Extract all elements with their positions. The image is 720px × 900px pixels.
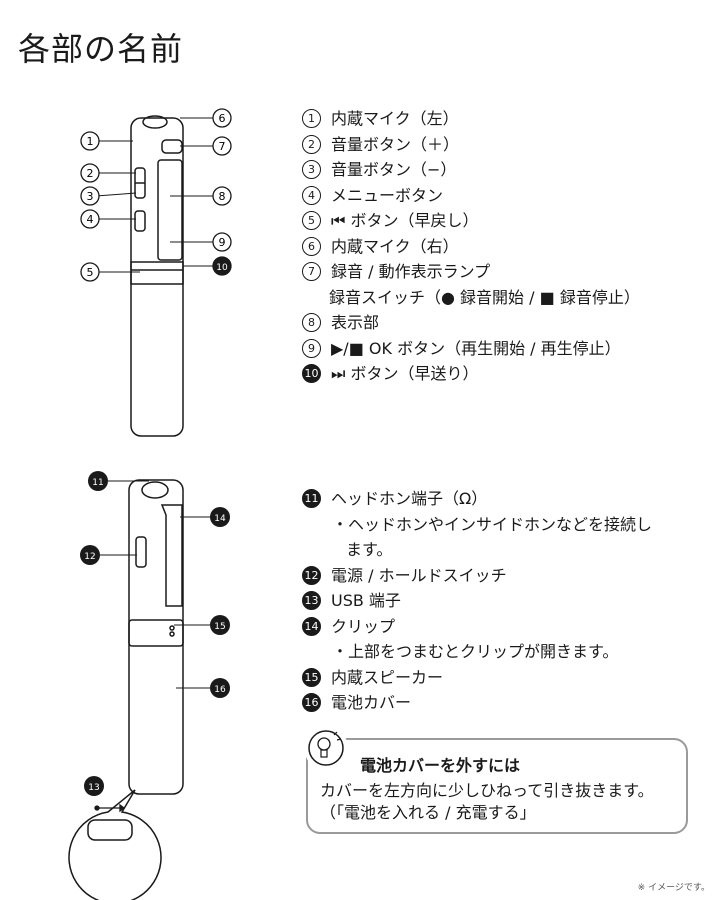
list-item: 10⏭ ボタン（早送り） — [302, 361, 640, 387]
tip-box: 電池カバーを外すには カバーを左方向に少しひねって引き抜きます。 （「電池を入れ… — [304, 726, 688, 834]
callout-12: 12 — [84, 552, 95, 562]
power-hold-switch — [135, 536, 147, 568]
callout-7: 7 — [219, 140, 226, 153]
callout-9: 9 — [219, 236, 226, 249]
callout-10: 10 — [216, 263, 228, 273]
headphone-jack — [141, 481, 169, 499]
callout-15: 15 — [214, 622, 225, 632]
callout-13: 13 — [88, 783, 99, 793]
callout-14: 14 — [214, 514, 226, 524]
top-mic — [142, 115, 168, 129]
callout-2: 2 — [87, 167, 94, 180]
clip — [160, 504, 183, 607]
list-item: 5⏮ ボタン（早戻し） — [302, 208, 640, 234]
callout-6: 6 — [219, 112, 226, 125]
list-bullet: ます。 — [346, 540, 393, 559]
callout-1: 1 — [87, 135, 94, 148]
device-body-bottom — [128, 479, 184, 795]
list-bullet: ・ヘッドホンやインサイドホンなどを接続し — [332, 514, 653, 534]
device-body-top — [130, 117, 184, 437]
footnote: ※ イメージです。 — [637, 883, 710, 893]
list-subitem: 録音スイッチ（● 録音開始 / ■ 録音停止） — [329, 287, 640, 307]
menu-button — [134, 210, 146, 232]
list-bullet: ・上部をつまむとクリップが開きます。 — [332, 642, 619, 661]
callout-16: 16 — [214, 685, 226, 695]
page-title: 各部の名前 — [18, 30, 184, 68]
callout-3: 3 — [87, 190, 94, 203]
tip-body: カバーを左方向に少しひねって引き抜きます。 （「電池を入れる / 充電する」 — [320, 781, 654, 822]
callout-4: 4 — [87, 213, 94, 226]
tip-title: 電池カバーを外すには — [360, 756, 521, 775]
callout-8: 8 — [219, 190, 226, 203]
callout-11: 11 — [92, 478, 103, 488]
device-illustration: 1 2 3 4 5 6 7 8 9 10 11 12 14 15 16 13 — [68, 108, 232, 900]
display-area — [157, 159, 183, 261]
lightbulb-icon — [304, 726, 348, 770]
list-item: 9▶/■ OK ボタン（再生開始 / 再生停止） — [302, 336, 640, 362]
callout-5: 5 — [87, 266, 94, 279]
usb-icon — [94, 803, 126, 813]
